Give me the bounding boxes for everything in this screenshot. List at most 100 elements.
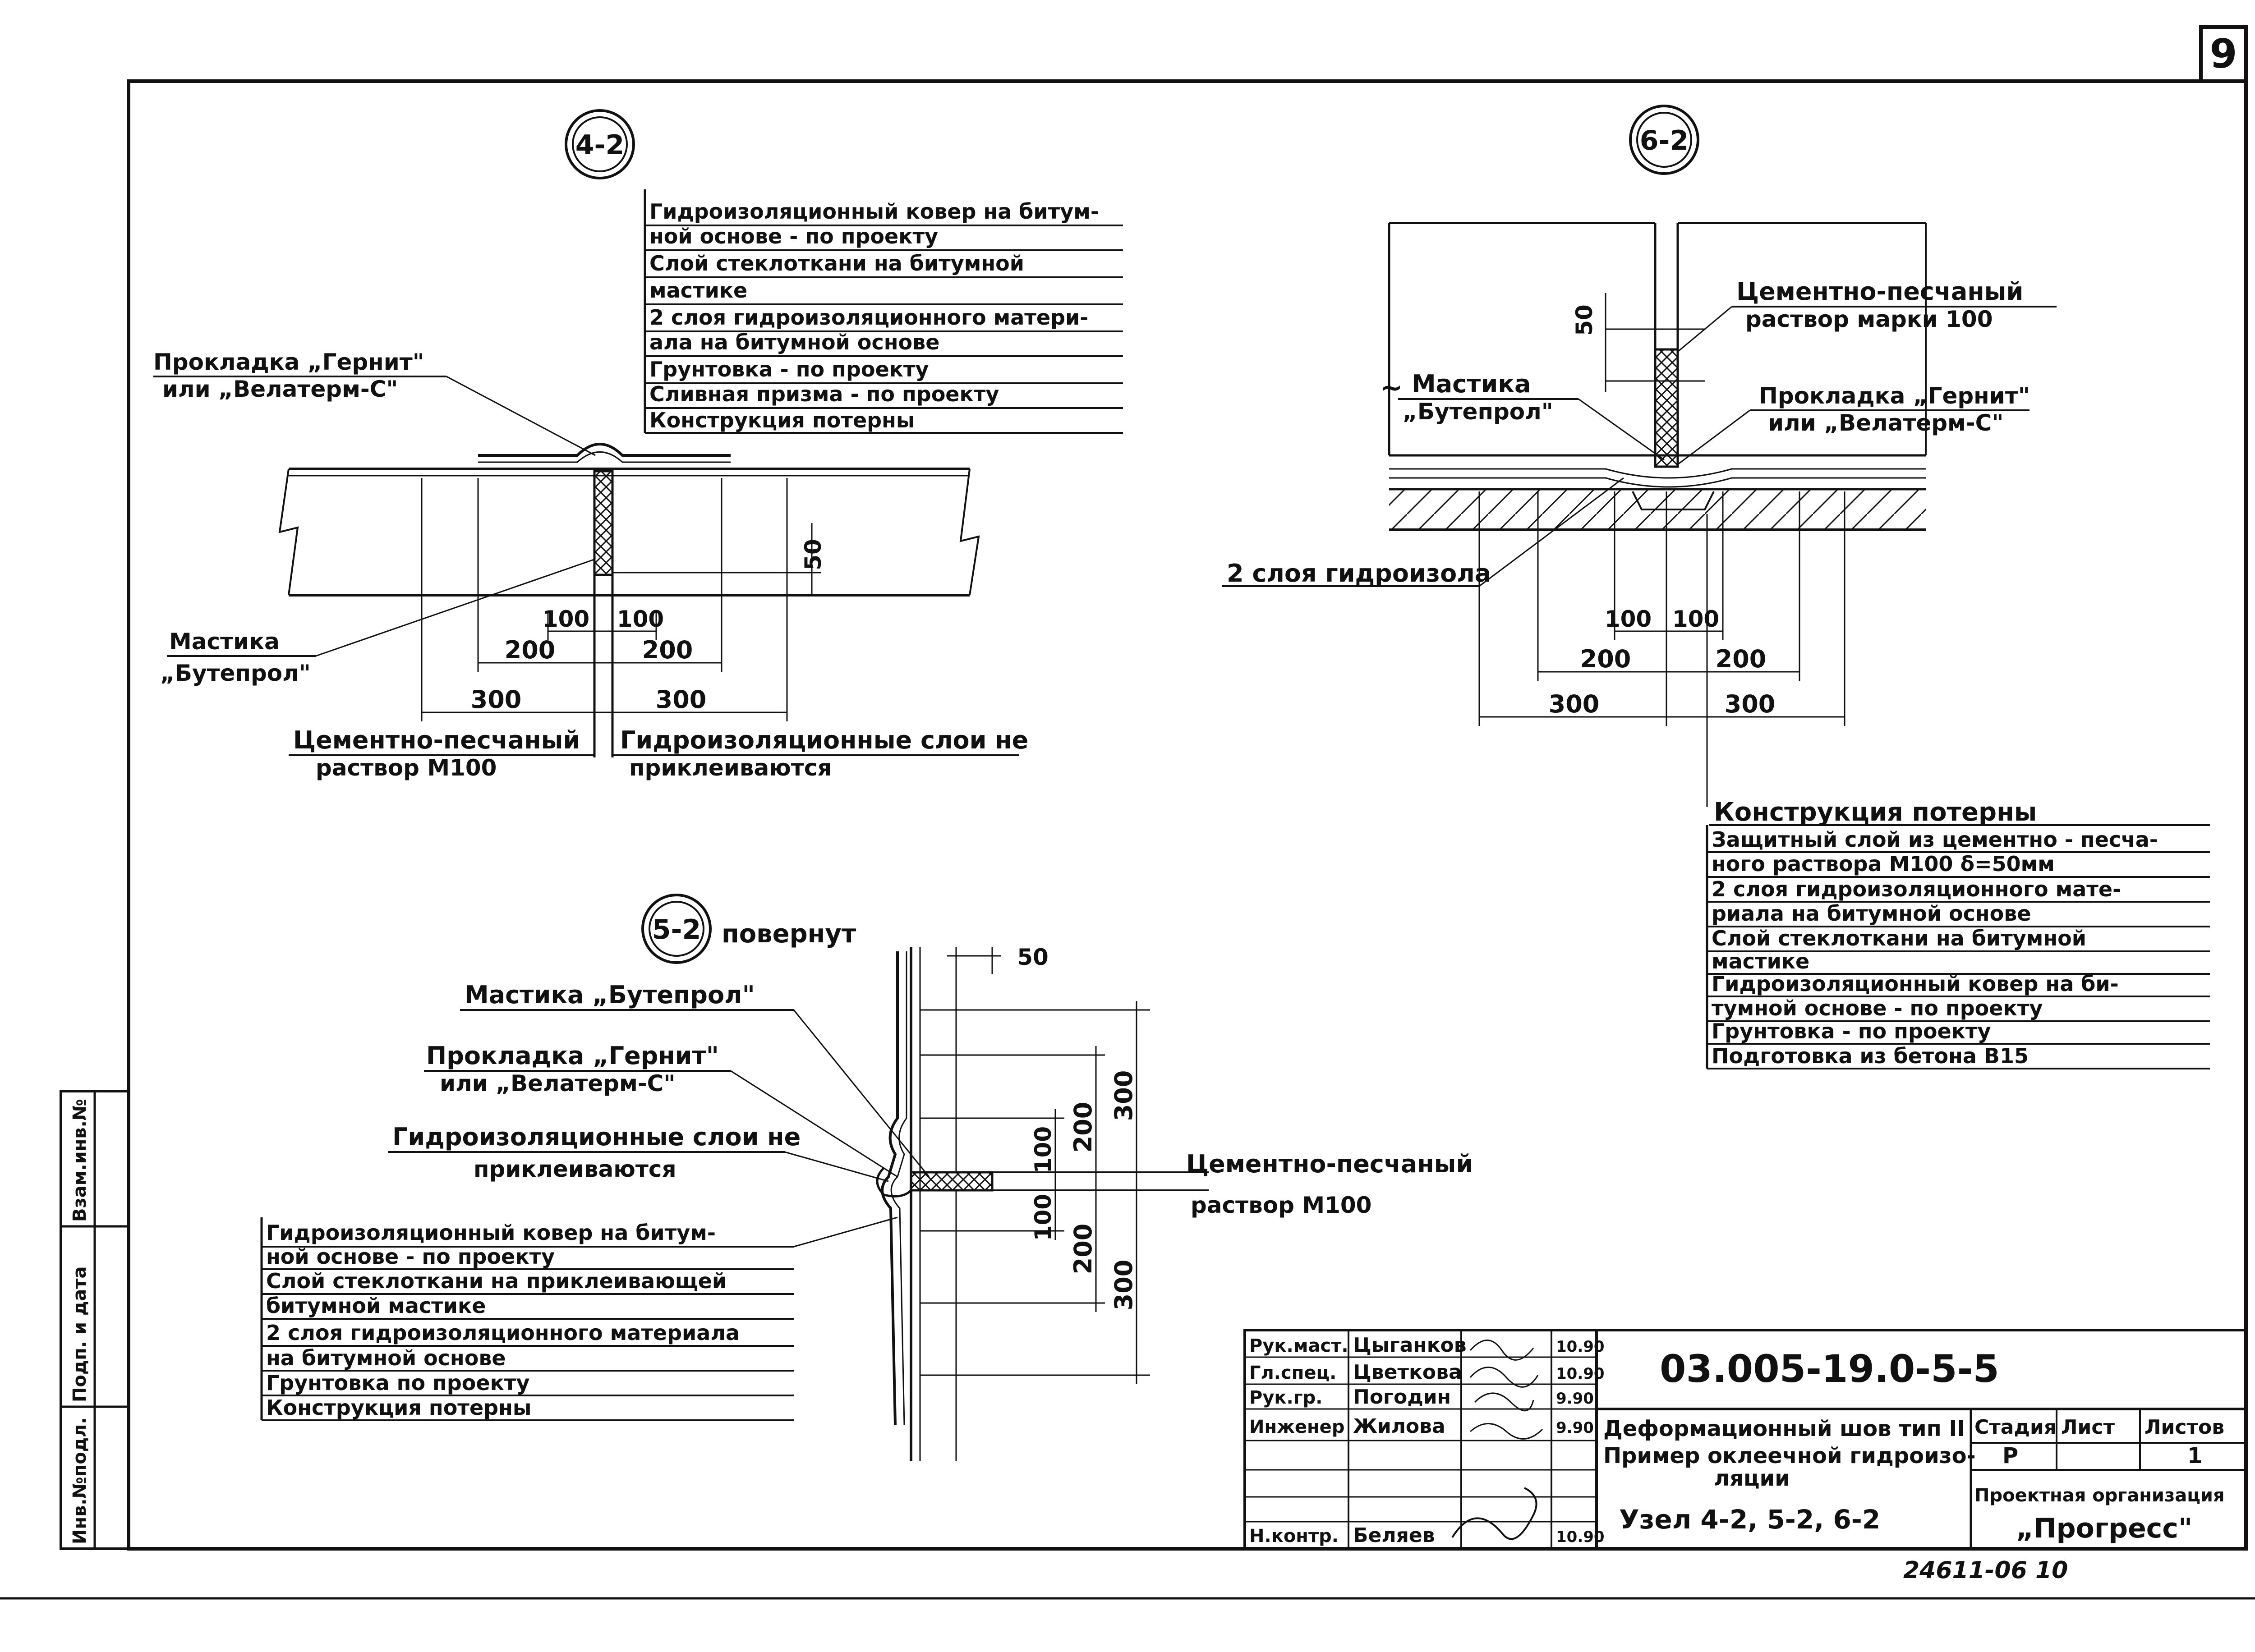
dim-300-left: 300 — [471, 685, 522, 714]
svg-text:или „Велатерм-С": или „Велатерм-С" — [162, 376, 398, 402]
stage-label: Стадия — [1974, 1416, 2057, 1439]
dim-100-top-5-2: 100 — [1030, 1126, 1056, 1173]
detail-4-2: 4-2 Гидроизоляционный ковер на битум- но… — [153, 109, 1123, 781]
dim-300-top-5-2: 300 — [1109, 1070, 1138, 1121]
detail-6-2: 6-2 ~ 50 100 100 200 200 — [1222, 105, 2210, 1069]
svg-text:6-2: 6-2 — [1640, 125, 1689, 156]
dim-100-right: 100 — [617, 606, 664, 632]
construction-table-6-2: Конструкция потерны Защитный слой из цем… — [1706, 798, 2210, 1069]
svg-text:9.90: 9.90 — [1556, 1390, 1594, 1408]
svg-text:Гидроизоляционный ковер на бит: Гидроизоляционный ковер на битум- — [649, 199, 1099, 224]
svg-text:4-2: 4-2 — [575, 129, 624, 161]
dim-50-5-2: 50 — [1017, 944, 1049, 970]
dim-100-left-6-2: 100 — [1605, 606, 1652, 632]
mortar-label-4-2: Цементно-песчаный — [293, 726, 580, 754]
signature-marks — [1451, 1340, 1543, 1540]
hydroizol-label: 2 слоя гидроизола — [1227, 559, 1491, 587]
svg-text:9.90: 9.90 — [1556, 1419, 1594, 1437]
svg-text:2 слоя гидроизоляционного мате: 2 слоя гидроизоляционного мате- — [1712, 877, 2121, 901]
not-glued-label-5-2: Гидроизоляционные слои не — [392, 1123, 801, 1151]
svg-text:Н.контр.: Н.контр. — [1249, 1526, 1339, 1546]
gasket-label-4-2: Прокладка „Гернит" — [153, 349, 424, 375]
svg-text:раствор М100: раствор М100 — [316, 755, 497, 781]
svg-text:Конструкция потерны: Конструкция потерны — [649, 408, 915, 432]
mortar-label-5-2: Цементно-песчаный — [1186, 1150, 1473, 1178]
svg-text:„Бутепрол": „Бутепрол" — [1403, 399, 1553, 425]
svg-text:Цыганков: Цыганков — [1353, 1334, 1467, 1357]
page-number: 9 — [2209, 31, 2237, 77]
svg-text:„Бутепрол": „Бутепрол" — [160, 660, 311, 686]
svg-text:Защитный слой из цементно - пе: Защитный слой из цементно - песча- — [1712, 827, 2158, 852]
svg-text:Беляев: Беляев — [1353, 1524, 1435, 1547]
side-cell-inv: Инв.№подл. — [69, 1417, 90, 1544]
svg-text:раствор М100: раствор М100 — [1191, 1192, 1371, 1218]
svg-text:раствор марки 100: раствор марки 100 — [1745, 306, 1993, 332]
dim-100-bottom-5-2: 100 — [1030, 1194, 1056, 1241]
svg-text:риала на битумной основе: риала на битумной основе — [1712, 901, 2031, 926]
side-cell-sign: Подп. и дата — [69, 1267, 90, 1402]
dim-200-bottom-5-2: 200 — [1069, 1224, 1097, 1275]
bottom-code: 24611-06 10 — [1903, 1557, 2068, 1584]
dim-200-right-6-2: 200 — [1716, 645, 1767, 673]
layer-table-5-2: Гидроизоляционный ковер на битум- ной ос… — [260, 1216, 898, 1421]
svg-text:10.90: 10.90 — [1556, 1365, 1605, 1383]
dim-200-left: 200 — [505, 636, 556, 664]
mastic-label-4-2: Мастика — [169, 629, 280, 655]
gasket-label-6-2: Прокладка „Гернит" — [1759, 383, 2030, 409]
detail-marker-6-2 — [1629, 105, 1699, 175]
svg-text:Жилова: Жилова — [1353, 1415, 1445, 1438]
svg-text:Гидроизоляционный ковер на би-: Гидроизоляционный ковер на би- — [1712, 972, 2119, 996]
svg-text:ной основе - по проекту: ной основе - по проекту — [266, 1244, 555, 1269]
layer-table-4-2: Гидроизоляционный ковер на битум- ной ос… — [644, 189, 1123, 434]
stage-value: Р — [2002, 1443, 2018, 1468]
dim-200-left-6-2: 200 — [1580, 645, 1631, 673]
svg-text:Грунтовка - по проекту: Грунтовка - по проекту — [649, 357, 929, 381]
svg-text:Гидроизоляционный ковер на бит: Гидроизоляционный ковер на битум- — [266, 1221, 716, 1245]
mastic-label-5-2: Мастика „Бутепрол" — [465, 981, 755, 1009]
svg-text:Слой стеклоткани на приклеиваю: Слой стеклоткани на приклеивающей — [266, 1269, 727, 1293]
org-name: „Прогресс" — [2016, 1513, 2192, 1544]
dim-50-6-2: 50 — [1571, 304, 1597, 336]
detail-5-2: 5-2 повернут 50 300 200 100 100 200 300 … — [260, 894, 1473, 1461]
svg-text:Слой стеклоткани на битумной: Слой стеклоткани на битумной — [649, 251, 1024, 275]
svg-text:10.90: 10.90 — [1556, 1338, 1605, 1356]
org-label: Проектная организация — [1974, 1485, 2225, 1506]
svg-text:приклеиваются: приклеиваются — [629, 755, 832, 781]
svg-text:мастике: мастике — [649, 278, 747, 303]
svg-text:битумной мастике: битумной мастике — [266, 1294, 486, 1318]
svg-text:Рук.гр.: Рук.гр. — [1249, 1387, 1322, 1408]
side-stamp: Взам.инв.№ Подп. и дата Инв.№подл. — [60, 1090, 130, 1550]
svg-text:Подготовка из бетона В15: Подготовка из бетона В15 — [1712, 1044, 2029, 1068]
svg-text:2 слоя гидроизоляционного мате: 2 слоя гидроизоляционного матери- — [649, 305, 1088, 330]
doc-code: 03.005-19.0-5-5 — [1660, 1347, 1999, 1391]
svg-text:ной основе - по проекту: ной основе - по проекту — [649, 224, 938, 248]
drawing-frame: 9 — [0, 25, 2255, 1600]
sheets-value: 1 — [2187, 1443, 2202, 1468]
dim-300-bottom-5-2: 300 — [1109, 1260, 1138, 1311]
not-glued-label-4-2: Гидроизоляционные слои не — [620, 726, 1028, 754]
detail-marker-5-2 — [641, 894, 712, 964]
drawing-title-2: Пример оклеечной гидроизо- — [1603, 1443, 1976, 1468]
drawing-title-4: Узел 4-2, 5-2, 6-2 — [1619, 1504, 1880, 1535]
svg-text:ного раствора М100 δ=50мм: ного раствора М100 δ=50мм — [1712, 852, 2055, 876]
svg-text:Грунтовка по проекту: Грунтовка по проекту — [266, 1371, 529, 1395]
svg-text:Грунтовка - по проекту: Грунтовка - по проекту — [1712, 1019, 1991, 1043]
svg-text:Сливная призма - по проекту: Сливная призма - по проекту — [649, 382, 999, 406]
dim-300-right-6-2: 300 — [1725, 690, 1776, 718]
dim-200-right: 200 — [642, 636, 693, 664]
svg-text:Цветкова: Цветкова — [1353, 1361, 1462, 1384]
dim-100-right-6-2: 100 — [1672, 606, 1719, 632]
svg-text:на битумной основе: на битумной основе — [266, 1346, 506, 1370]
gasket-label-5-2: Прокладка „Гернит" — [426, 1042, 719, 1070]
mastic-label-6-2: Мастика — [1412, 370, 1531, 398]
dim-300-right: 300 — [656, 685, 707, 714]
svg-text:Инженер: Инженер — [1249, 1417, 1344, 1437]
drawing-title-3: ляции — [1714, 1466, 1790, 1491]
svg-text:или „Велатерм-С": или „Велатерм-С" — [1768, 410, 2003, 436]
svg-text:2 слоя гидроизоляционного мате: 2 слоя гидроизоляционного материала — [266, 1321, 740, 1345]
svg-text:Слой стеклоткани на битумной: Слой стеклоткани на битумной — [1712, 926, 2086, 950]
title-block: Рук.маст. Гл.спец. Рук.гр. Инженер Н.кон… — [1243, 1329, 2247, 1550]
svg-text:Погодин: Погодин — [1353, 1386, 1451, 1409]
svg-text:Рук.маст.: Рук.маст. — [1249, 1335, 1348, 1356]
